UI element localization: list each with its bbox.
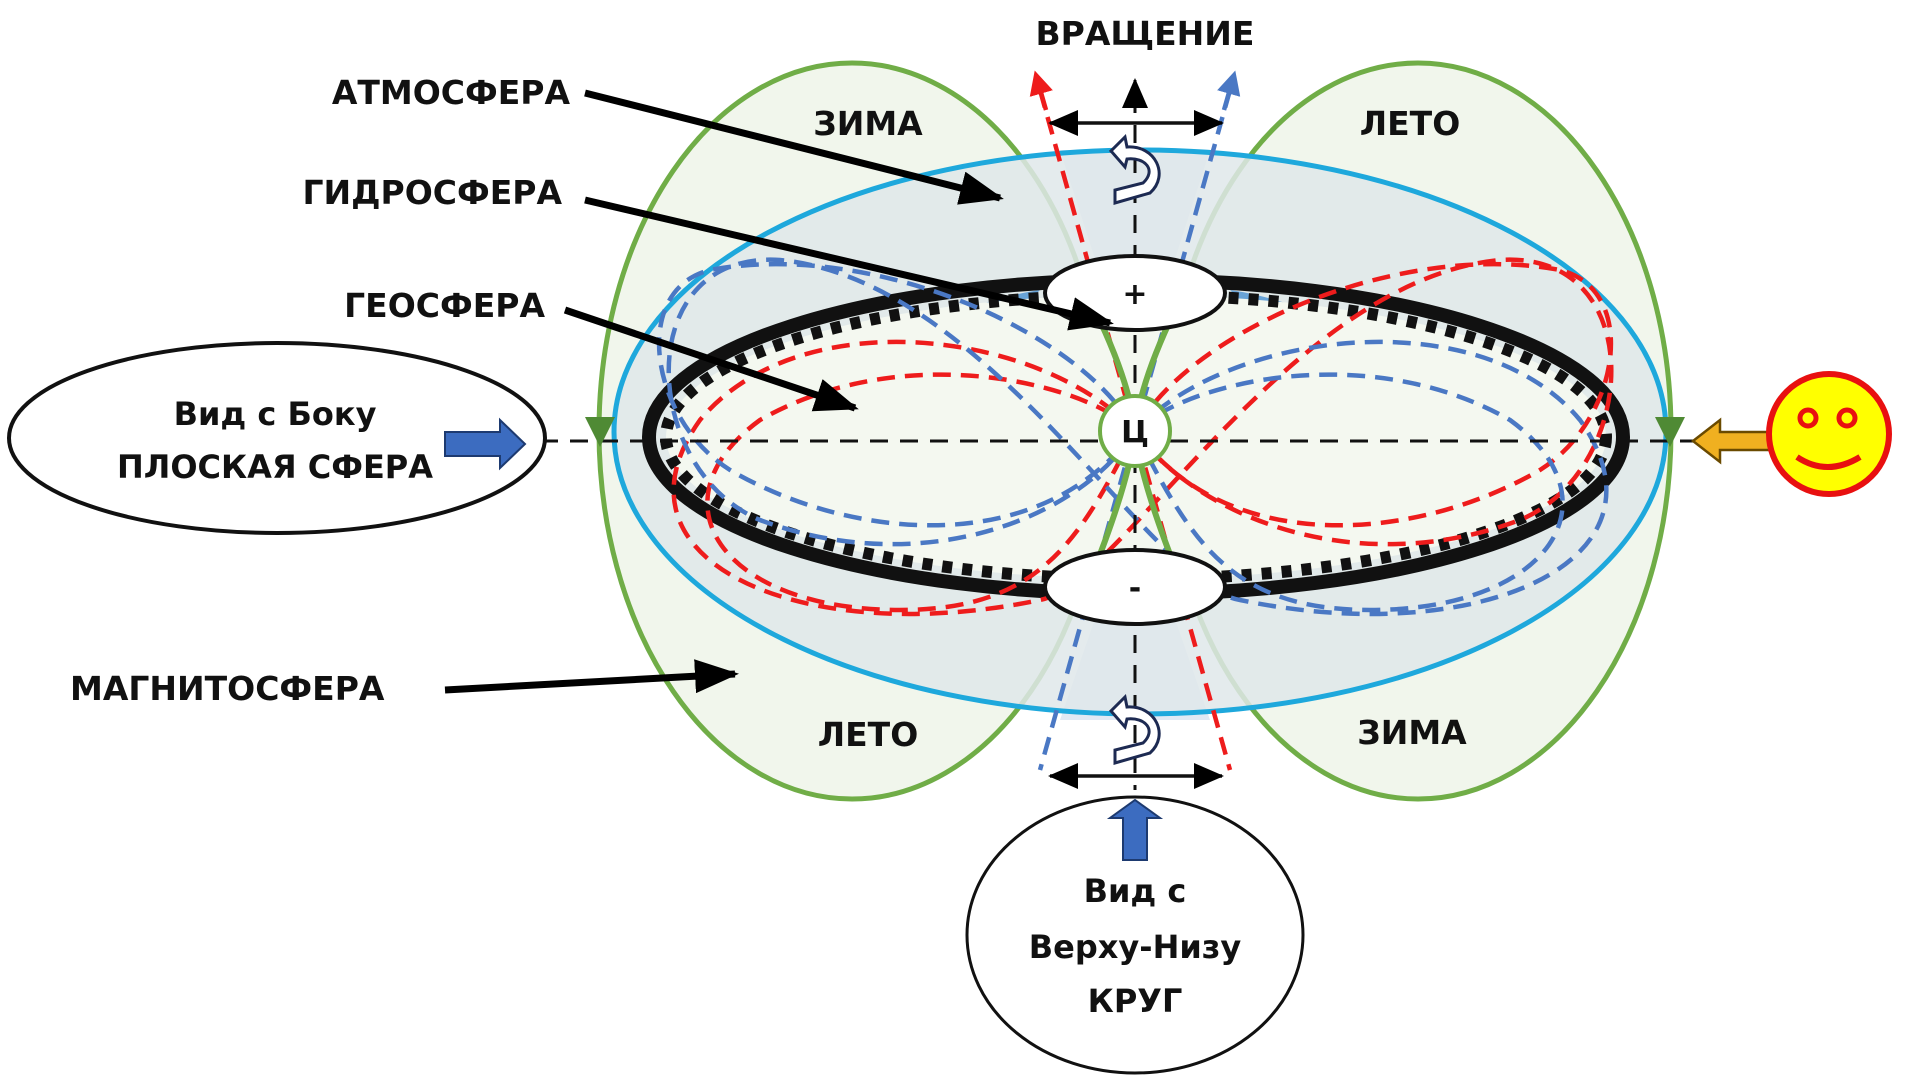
pointer-atmosphere <box>584 89 1004 205</box>
pointer-geosphere <box>563 306 859 412</box>
view-arrow-icon <box>444 417 527 471</box>
top-view-line3: КРУГ <box>1088 982 1183 1020</box>
field-red-arrow <box>1029 70 1053 111</box>
view-arrow-icon <box>1106 798 1164 861</box>
label-hydrosphere: ГИДРОСФЕРА <box>303 173 563 212</box>
center-marker <box>1098 394 1172 468</box>
rotation-arrow-icon <box>1108 693 1161 765</box>
field-blue-arrow <box>1217 70 1241 111</box>
pointer-hydrosphere <box>584 196 1114 331</box>
lobe-edge-arrow-left <box>585 417 615 447</box>
top-view-line2: Верху-Низу <box>1029 928 1242 966</box>
rotation-arrow-icon <box>1108 133 1161 205</box>
season-top-right: ЛЕТО <box>1360 104 1461 143</box>
south-pole-label: - <box>1129 571 1141 606</box>
season-top-left: ЗИМА <box>813 104 923 143</box>
top-view-bubble <box>965 795 1305 1075</box>
side-view-bubble <box>7 341 547 535</box>
pointer-magnetosphere <box>444 659 739 694</box>
observer-smiley-icon <box>1766 371 1892 497</box>
side-view-line2: ПЛОСКАЯ СФЕРА <box>117 448 433 486</box>
north-pole-label: + <box>1122 277 1147 312</box>
top-view-line1: Вид с <box>1084 872 1187 910</box>
south-pole-marker <box>1043 548 1227 626</box>
label-atmosphere: АТМОСФЕРА <box>332 73 571 112</box>
field-line-blue <box>666 257 1609 617</box>
observer-arrow-icon <box>1690 417 1774 465</box>
label-magnetosphere: МАГНИТОСФЕРА <box>70 669 385 708</box>
label-geosphere: ГЕОСФЕРА <box>344 286 545 325</box>
season-bottom-right: ЗИМА <box>1357 713 1467 752</box>
lobe-edge-arrow-right <box>1655 417 1685 447</box>
season-bottom-left: ЛЕТО <box>818 715 919 754</box>
side-view-line1: Вид с Боку <box>174 395 377 433</box>
rotation-title: ВРАЩЕНИЕ <box>1036 14 1255 53</box>
center-label: Ц <box>1121 415 1149 450</box>
